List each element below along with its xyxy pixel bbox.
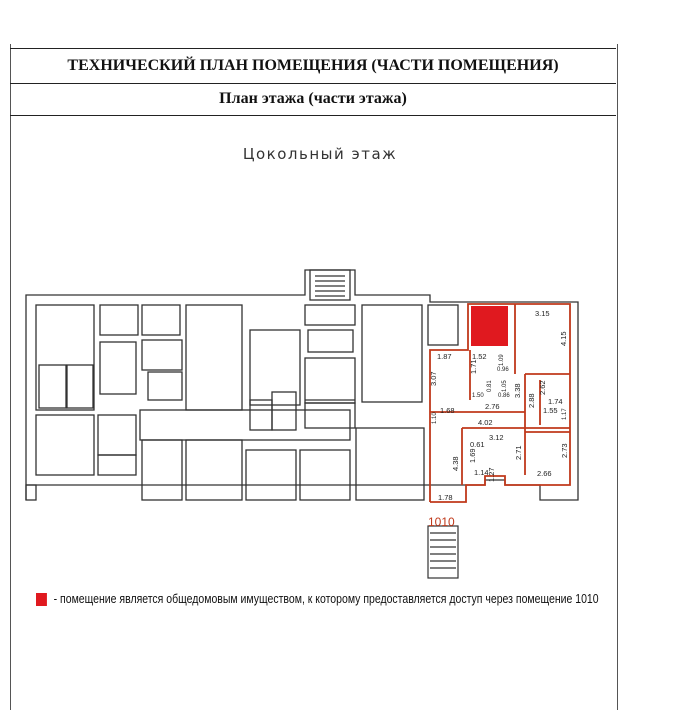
dim-label: 1.17 (562, 408, 568, 420)
building-walls (25, 269, 579, 501)
dim-label: 0.96 (497, 367, 509, 373)
dim-label: 2.62 (538, 380, 547, 395)
dim-label: 4.15 (559, 331, 568, 346)
dim-label: 4.38 (451, 456, 460, 471)
dim-label: 1.68 (440, 406, 455, 415)
dim-label: 1.74 (548, 397, 563, 406)
plan-sheet (10, 44, 618, 710)
legend-text: - помещение является общедомовым имущест… (53, 592, 599, 606)
dim-label: 1.50 (472, 393, 484, 399)
dim-label: 2.66 (537, 469, 552, 478)
dim-label: 2.76 (485, 402, 500, 411)
dim-label: 1.69 (468, 448, 477, 463)
document-title: ТЕХНИЧЕСКИЙ ПЛАН ПОМЕЩЕНИЯ (ЧАСТИ ПОМЕЩЕ… (10, 48, 616, 84)
dim-label: 1.71 (469, 359, 478, 374)
document-subtitle: План этажа (части этажа) (10, 83, 616, 116)
dim-label: 0.86 (498, 393, 510, 399)
entrance-stair (427, 525, 459, 579)
room-number-1010: 1010 (428, 515, 455, 529)
dim-label: 1.27 (487, 467, 496, 482)
common-property-room (471, 306, 508, 346)
dim-label: 3.15 (535, 309, 550, 318)
dim-label: 3.12 (489, 433, 504, 442)
dim-label: 1.09 (499, 354, 505, 366)
dim-label: 0.81 (487, 380, 493, 392)
dim-label: 1.52 (472, 352, 487, 361)
dim-label: 1.10 (432, 412, 438, 424)
dim-label: 1.78 (438, 493, 453, 502)
dim-label: 3.07 (429, 371, 438, 386)
dim-label: 1.87 (437, 352, 452, 361)
dim-label: 1.05 (502, 380, 508, 392)
dim-label: 2.71 (514, 445, 523, 460)
dim-label: 4.02 (478, 418, 493, 427)
dim-label: 2.73 (560, 443, 569, 458)
legend-swatch (36, 592, 47, 606)
room-1010-outline (429, 303, 571, 503)
legend: - помещение является общедомовым имущест… (36, 592, 599, 606)
dim-label: 3.38 (513, 383, 522, 398)
dim-label: 2.88 (527, 393, 536, 408)
dim-label: 0.61 (470, 440, 485, 449)
dimension-labels: 3.15 4.15 1.87 1.52 3.07 1.71 0.96 1.09 … (429, 309, 569, 502)
dim-label: 1.14 (474, 468, 489, 477)
floor-label: Цокольный этаж (242, 145, 398, 163)
dim-label: 1.55 (543, 406, 558, 415)
